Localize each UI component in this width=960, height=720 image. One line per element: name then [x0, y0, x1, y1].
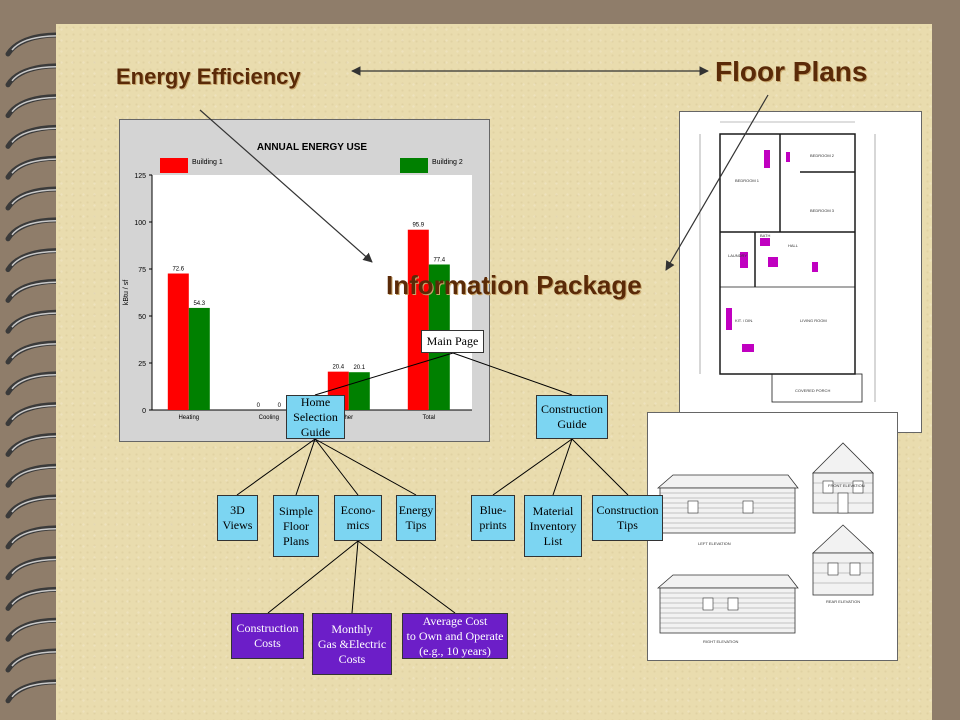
data-label: 0 — [257, 403, 261, 409]
elevation-label: FRONT ELEVATION — [828, 483, 865, 488]
blueprints-box: Blue- prints — [471, 495, 515, 541]
data-label: 95.9 — [412, 223, 424, 229]
chart-title: ANNUAL ENERGY USE — [257, 142, 368, 153]
material-inventory-list-box: Material Inventory List — [524, 495, 582, 557]
floor-plans-title: Floor Plans — [715, 56, 868, 87]
y-tick-label: 75 — [138, 267, 146, 274]
3d-views-box: 3D Views — [217, 495, 258, 541]
monthly-costs-box: Monthly Gas &Electric Costs — [312, 613, 392, 675]
annual-energy-chart: 0 25 50 75 100 125 kBtu / sf ANNUAL ENERGY USE B… — [119, 119, 490, 442]
information-package-title: Information Package — [386, 270, 642, 300]
category-label: Total — [422, 415, 435, 421]
energy-tips-box: Energy Tips — [396, 495, 436, 541]
room-label: BEDROOM 1 — [735, 178, 760, 183]
room-label: BEDROOM 2 — [810, 153, 835, 158]
construction-tips-box: Construction Tips — [592, 495, 663, 541]
y-tick-label: 0 — [142, 408, 146, 415]
bar — [348, 372, 370, 410]
data-label: 20.1 — [353, 365, 365, 371]
average-cost-box: Average Cost to Own and Operate (e.g., 1… — [402, 613, 508, 659]
y-tick-label: 50 — [138, 314, 146, 321]
bar — [167, 273, 189, 410]
arrow-to-info — [199, 109, 373, 263]
y-tick-label: 25 — [138, 361, 146, 368]
y-tick-label: 125 — [134, 173, 146, 180]
y-axis-label: kBtu / sf — [123, 280, 130, 305]
legend-swatch — [160, 158, 188, 173]
room-label: LAUNDRY — [728, 253, 747, 258]
room-label: COVERED PORCH — [795, 388, 830, 393]
energy-efficiency-title: Energy Efficiency — [116, 64, 301, 89]
home-selection-guide-box: Home Selection Guide — [286, 395, 345, 439]
data-label: 54.3 — [193, 301, 205, 307]
data-label: 0 — [278, 403, 282, 409]
elevations-drawing: FRONT ELEVATION LEFT ELEVATION REAR ELEV… — [647, 412, 898, 661]
simple-floor-plans-box: Simple Floor Plans — [273, 495, 319, 557]
room-label: HALL — [788, 243, 799, 248]
floor-plan-svg: BEDROOM 1 BEDROOM 2 BEDROOM 3 BATH HALL … — [699, 121, 876, 415]
category-label: Cooling — [259, 415, 279, 421]
legend-label: Building 2 — [432, 159, 463, 166]
chart-svg: 0 25 50 75 100 125 kBtu / sf ANNUAL ENERGY USE B… — [123, 142, 472, 421]
category-label: her — [344, 415, 353, 421]
main-page-box: Main Page — [421, 330, 484, 353]
category-label: Heating — [178, 415, 199, 421]
elevation-label: LEFT ELEVATION — [698, 541, 731, 546]
legend-swatch — [400, 158, 428, 173]
legend-label: Building 1 — [192, 159, 223, 166]
bar — [188, 307, 210, 410]
data-label: 20.4 — [332, 365, 344, 371]
data-label: 72.6 — [172, 267, 184, 273]
data-label: 77.4 — [433, 257, 445, 263]
room-label: BATH — [760, 233, 770, 238]
economics-box: Econo- mics — [334, 495, 382, 541]
y-tick-label: 100 — [134, 220, 146, 227]
arrow-to-info — [665, 94, 769, 271]
construction-guide-box: Construction Guide — [536, 395, 608, 439]
elevation-label: RIGHT ELEVATION — [703, 639, 738, 644]
room-label: LIVING ROOM — [800, 318, 827, 323]
room-label: BEDROOM 3 — [810, 208, 835, 213]
construction-costs-box: Construction Costs — [231, 613, 304, 659]
room-label: KIT. / DIN. — [735, 318, 753, 323]
elevation-label: REAR ELEVATION — [826, 599, 860, 604]
elevations-svg: FRONT ELEVATION LEFT ELEVATION REAR ELEV… — [656, 442, 875, 644]
